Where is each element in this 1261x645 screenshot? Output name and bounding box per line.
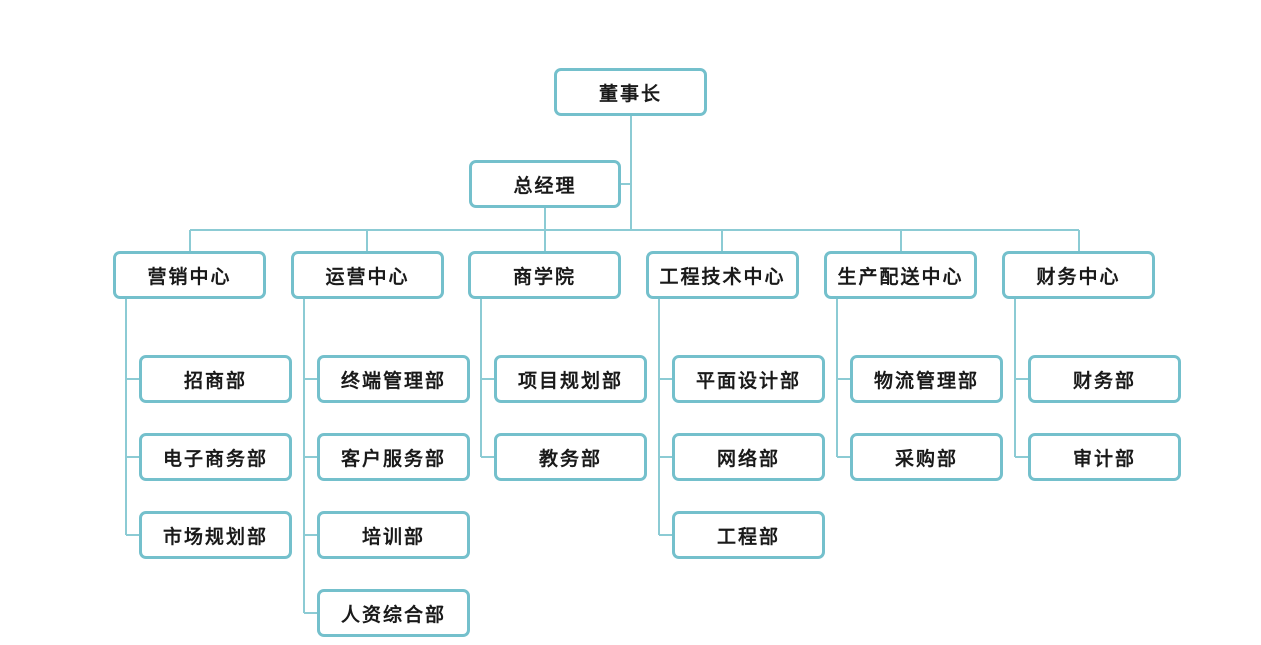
node-dept-operations-1: 终端管理部: [317, 355, 470, 403]
node-center-engineering: 工程技术中心: [646, 251, 799, 299]
node-chairman: 董事长: [554, 68, 707, 116]
node-dept-engineering-3: 工程部: [672, 511, 825, 559]
node-dept-engineering-2: 网络部: [672, 433, 825, 481]
node-center-marketing: 营销中心: [113, 251, 266, 299]
node-dept-operations-4: 人资综合部: [317, 589, 470, 637]
node-dept-marketing-1: 招商部: [139, 355, 292, 403]
node-dept-production-2: 采购部: [850, 433, 1003, 481]
node-dept-school-1: 项目规划部: [494, 355, 647, 403]
node-dept-finance-2: 审计部: [1028, 433, 1181, 481]
node-center-business-school: 商学院: [468, 251, 621, 299]
node-dept-school-2: 教务部: [494, 433, 647, 481]
node-center-operations: 运营中心: [291, 251, 444, 299]
node-dept-marketing-2: 电子商务部: [139, 433, 292, 481]
node-dept-production-1: 物流管理部: [850, 355, 1003, 403]
node-dept-engineering-1: 平面设计部: [672, 355, 825, 403]
node-dept-operations-3: 培训部: [317, 511, 470, 559]
node-dept-marketing-3: 市场规划部: [139, 511, 292, 559]
node-center-finance: 财务中心: [1002, 251, 1155, 299]
node-dept-operations-2: 客户服务部: [317, 433, 470, 481]
node-center-production: 生产配送中心: [824, 251, 977, 299]
node-general-manager: 总经理: [469, 160, 621, 208]
node-dept-finance-1: 财务部: [1028, 355, 1181, 403]
